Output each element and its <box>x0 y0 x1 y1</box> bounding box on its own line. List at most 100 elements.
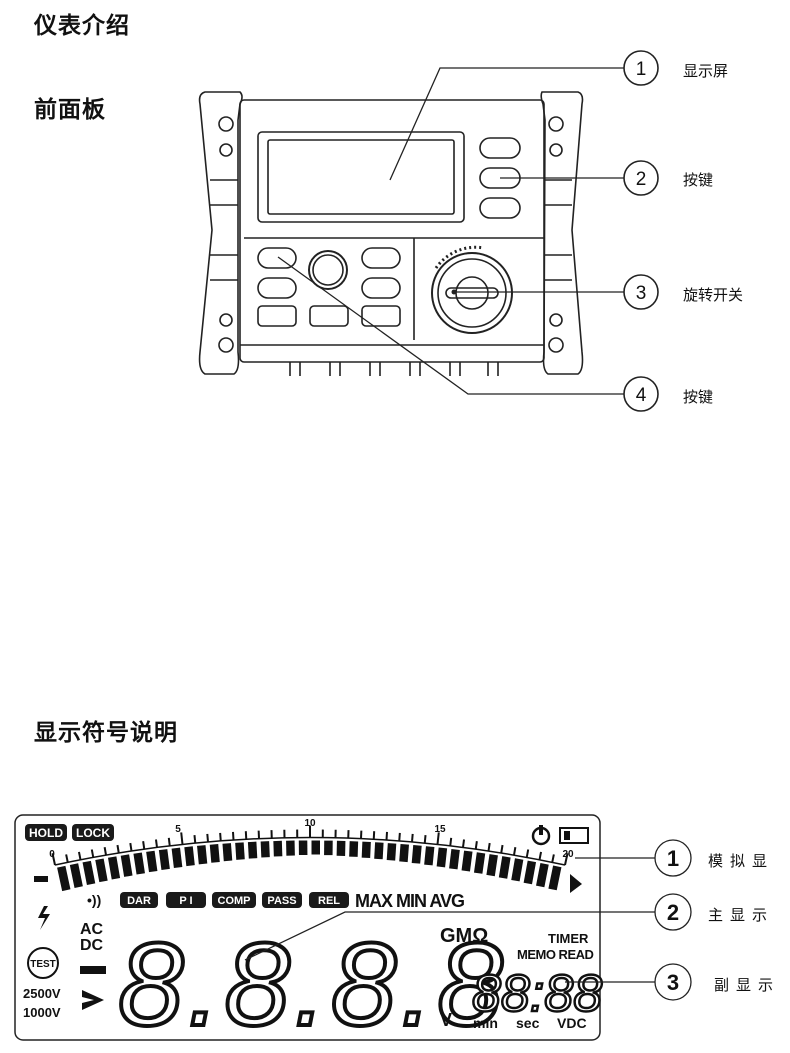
scale-tick-label: 0 <box>49 849 55 860</box>
sound-icon: •)) <box>87 892 101 908</box>
scale-tick <box>385 831 389 841</box>
bargraph-segment <box>235 842 245 860</box>
unit-gmohm: GMΩ <box>440 925 488 947</box>
bargraph-segment <box>286 840 295 856</box>
scale-tick <box>257 830 260 839</box>
bargraph-segment <box>133 852 145 875</box>
comp-badge: COMP <box>218 895 251 907</box>
bargraph-segment <box>411 845 422 864</box>
bargraph-segment <box>57 865 71 892</box>
scale-tick <box>487 842 491 852</box>
bargraph-segment <box>548 865 562 891</box>
scale-tick <box>180 832 184 845</box>
scale-tick <box>103 847 107 856</box>
scale-tick <box>372 831 376 840</box>
bargraph-segment <box>511 858 524 882</box>
scale-tick <box>538 851 543 860</box>
bargraph-segment <box>247 841 258 859</box>
main-display-digits: 8.8.8.8 <box>118 919 507 1051</box>
bargraph-segment <box>69 863 83 888</box>
bargraph-segment <box>158 849 170 871</box>
lcd-callout-number: 3 <box>667 970 679 995</box>
scale-tick <box>513 847 517 856</box>
bargraph-segment <box>273 840 283 857</box>
bargraph-segment <box>424 846 435 866</box>
dar-badge: DAR <box>127 895 151 907</box>
bargraph-segment <box>222 843 233 862</box>
voltage-2500-label: 2500V <box>23 986 61 1001</box>
bargraph-segment <box>171 847 183 868</box>
scale-tick <box>206 833 209 842</box>
bargraph-segment <box>146 850 158 873</box>
scale-tick <box>129 842 133 852</box>
scale-tick <box>474 841 478 850</box>
scale-tick <box>65 854 69 863</box>
scale-tick <box>283 829 286 838</box>
hold-badge: HOLD <box>29 826 63 840</box>
bargraph-segment <box>82 860 96 886</box>
section-title-intro: 仪表介绍 <box>34 13 130 39</box>
bargraph-segment <box>336 840 346 856</box>
min-label: min <box>473 1015 498 1031</box>
scale-tick <box>500 844 504 854</box>
unit-volt: V <box>440 1010 452 1030</box>
bargraph-segment <box>120 854 133 877</box>
scale-tick <box>525 849 530 858</box>
scale-tick <box>309 825 311 838</box>
bargraph-segment <box>107 856 121 880</box>
bargraph-segment <box>449 848 460 870</box>
bargraph-segment <box>461 850 473 872</box>
callout-label-keys: 按键 <box>683 171 714 189</box>
scale-tick <box>462 839 466 848</box>
bargraph-segment <box>260 841 270 858</box>
scale-tick <box>244 831 248 840</box>
scale-tick-label: 15 <box>434 824 446 835</box>
scale-tick <box>449 837 453 846</box>
scale-tick <box>334 829 337 838</box>
scale-tick <box>551 854 555 863</box>
sub-display-digits: 88:88 <box>472 965 602 1023</box>
bargraph-segment <box>486 854 498 877</box>
memo-read-label: MEMO READ <box>517 947 594 962</box>
bargraph-segment <box>361 841 371 859</box>
lcd-callout-number: 1 <box>667 846 679 871</box>
bargraph-segment <box>95 858 108 883</box>
callout-label-rotary-switch: 旋转开关 <box>683 286 744 304</box>
scale-tick <box>360 830 363 839</box>
scale-tick-label: 20 <box>562 849 574 860</box>
bargraph-segment <box>536 863 549 888</box>
scale-tick <box>142 841 146 850</box>
bargraph-segment <box>498 856 511 879</box>
panel-callout-number: 1 <box>636 59 647 80</box>
scale-tick <box>167 837 171 846</box>
bargraph-segment <box>399 843 409 863</box>
bargraph-segment <box>473 852 486 874</box>
scale-tick <box>90 849 95 858</box>
front-panel-diagram: 1 2 3 4 <box>198 50 659 412</box>
panel-callout-number: 4 <box>636 385 647 406</box>
vdc-label: VDC <box>557 1015 587 1031</box>
bargraph-segment <box>311 840 320 855</box>
scale-tick-label: 10 <box>304 818 316 829</box>
bargraph-segment <box>184 846 195 867</box>
lock-badge: LOCK <box>76 826 110 840</box>
scale-tick <box>398 832 401 841</box>
scale-tick <box>116 844 120 854</box>
max-min-avg-label: MAX MIN AVG <box>355 891 464 911</box>
scale-tick <box>193 835 197 844</box>
bargraph-segment <box>324 840 333 856</box>
scale-tick <box>321 829 324 838</box>
timer-label: TIMER <box>548 931 589 946</box>
scale-tick <box>347 830 350 839</box>
battery-icon <box>559 827 589 844</box>
bargraph-segment <box>298 840 308 856</box>
bargraph-segment <box>374 842 384 860</box>
section-title-display-symbols: 显示符号说明 <box>34 720 178 746</box>
dc-label: DC <box>80 937 104 954</box>
scale-tick-label: 5 <box>175 824 181 835</box>
high-voltage-icon <box>38 906 50 930</box>
sec-label: sec <box>516 1015 540 1031</box>
bargraph-segment <box>349 841 359 857</box>
pi-badge: P I <box>179 895 192 907</box>
lcd-callout-label-main: 主显示 <box>708 906 775 924</box>
